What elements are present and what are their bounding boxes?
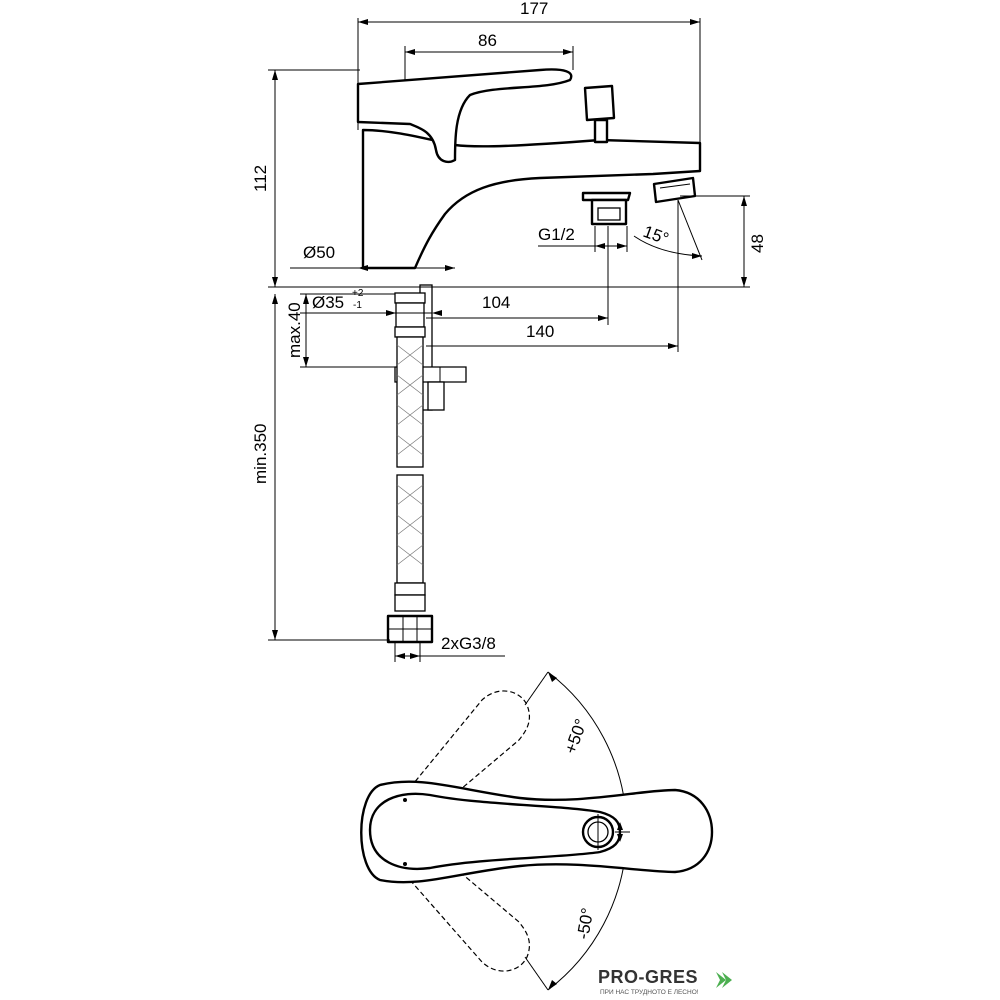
dim-hole-tol-minus: -1 <box>353 300 362 311</box>
diverter-stem <box>593 118 609 144</box>
handle-rotated-plus <box>399 690 531 801</box>
logo-arrow-icon <box>716 972 732 988</box>
shower-connection <box>581 191 632 202</box>
dim-rotation-minus: -50° <box>573 906 597 940</box>
diverter-knob <box>583 84 616 122</box>
faucet-body <box>361 128 702 270</box>
dim-outlet-distance-2: 140 <box>526 322 554 341</box>
faucet-handle <box>356 68 573 164</box>
dim-outlet-thread: G1/2 <box>538 225 575 244</box>
dim-base-diameter: Ø50 <box>303 243 335 262</box>
dim-overall-width: 177 <box>520 0 548 18</box>
outlet-nozzle <box>652 176 697 204</box>
handle-rotated-minus <box>409 861 531 972</box>
dim-deck-thickness: max.40 <box>285 302 304 358</box>
dim-outlet-height: 48 <box>748 234 767 253</box>
dim-outlet-distance-1: 104 <box>482 293 510 312</box>
faucet-side-view <box>356 68 702 644</box>
watermark-tagline: ПРИ НАС ТРУДНОТО Е ЛЕСНО! <box>600 989 699 996</box>
watermark-logo: PRO-GRES ПРИ НАС ТРУДНОТО Е ЛЕСНО! <box>598 967 732 996</box>
dim-hose-connection: 2xG3/8 <box>441 634 496 653</box>
dim-hole-diameter: Ø35 <box>312 293 344 312</box>
dimension-lines: 177 86 112 48 Ø50 Ø35 +2 -1 104 <box>251 0 767 662</box>
dim-outlet-angle: 15° <box>641 222 672 249</box>
dim-height: 112 <box>251 165 270 192</box>
dim-hose-length: min.350 <box>251 424 270 484</box>
watermark-brand: PRO-GRES <box>598 967 698 987</box>
dim-rotation-plus: +50° <box>561 716 591 756</box>
flexible-hose <box>386 292 434 644</box>
dim-handle-offset: 86 <box>478 31 497 50</box>
faucet-top-view: +50° -50° <box>360 671 714 991</box>
